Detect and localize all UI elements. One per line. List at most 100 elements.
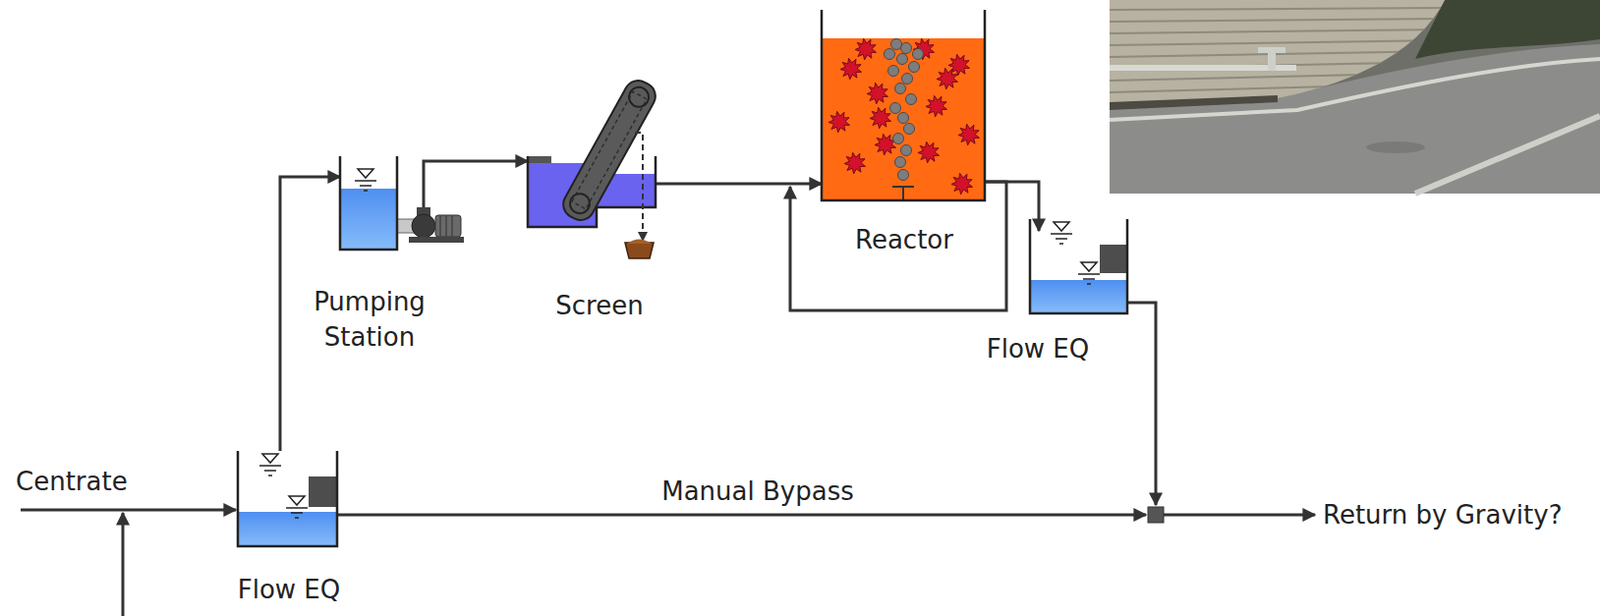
screen-channel: Screen — [527, 156, 656, 228]
pump-symbol — [389, 207, 464, 243]
bacterium — [828, 111, 851, 133]
bacterium — [866, 82, 889, 105]
screenings-bin — [625, 242, 654, 259]
node-shape — [821, 9, 985, 201]
bacteria-group — [828, 38, 980, 195]
bacterium — [869, 107, 892, 129]
level-line — [290, 512, 303, 515]
drawing-part — [1109, 40, 1445, 46]
water-level-symbol — [354, 169, 377, 191]
level-triangle — [1053, 222, 1070, 231]
water-level-symbol — [285, 496, 308, 518]
bacterium — [951, 172, 973, 195]
level-triangle — [1081, 262, 1097, 272]
tank-water — [237, 512, 338, 547]
node-label: Flow EQ — [986, 331, 1090, 367]
level-line — [354, 179, 377, 182]
weir-box — [1099, 244, 1128, 274]
weir-box — [308, 476, 338, 508]
inflow-line — [121, 513, 125, 616]
air-bubble — [909, 61, 920, 73]
photo-curb — [1415, 115, 1600, 194]
air-bubble — [913, 49, 924, 60]
air-bubbles — [884, 39, 924, 181]
photo-manhole — [1366, 141, 1426, 154]
level-line — [1059, 242, 1064, 245]
bacterium — [844, 152, 866, 174]
air-bubble — [901, 43, 913, 55]
bacterium — [958, 123, 980, 146]
level-line — [1050, 232, 1073, 235]
photo-valve — [1257, 47, 1286, 54]
drawing-part — [1109, 7, 1445, 10]
pump-motor — [435, 215, 461, 237]
air-bubble — [906, 94, 917, 106]
level-line — [359, 184, 372, 187]
node-label: Flow EQ — [237, 571, 342, 608]
bypass-line — [337, 514, 1146, 517]
tank-outline — [1029, 219, 1128, 314]
node-label: Screen — [555, 287, 643, 324]
drawing-part — [1109, 18, 1445, 22]
air-bubble — [898, 170, 910, 181]
screenings-pile — [627, 239, 652, 245]
air-bubble — [895, 83, 907, 95]
air-bubble — [891, 39, 903, 51]
level-line — [259, 464, 282, 467]
air-bubble — [898, 113, 910, 124]
tank-water — [340, 188, 398, 250]
level-line — [264, 469, 277, 472]
node-shape — [237, 451, 338, 547]
screen-sprocket — [625, 83, 652, 111]
drawing-part — [445, 215, 448, 237]
level-triangle — [288, 496, 305, 506]
screen-sprocket — [566, 190, 593, 218]
bacterium — [840, 57, 862, 80]
screen-cap — [527, 156, 552, 164]
air-bubble — [904, 123, 915, 135]
outlet-label: Return by Gravity? — [1322, 497, 1562, 533]
node-shape — [340, 156, 398, 250]
water-level-symbol — [259, 454, 282, 476]
air-bubble — [901, 145, 913, 157]
air-bubble — [888, 65, 900, 77]
photo-foliage — [1415, 0, 1600, 59]
level-line — [1086, 283, 1091, 286]
level-line — [268, 474, 273, 477]
pump-base — [408, 236, 464, 243]
air-bubble — [902, 73, 914, 85]
node-shape — [527, 156, 656, 228]
level-triangle — [262, 454, 279, 463]
level-line — [363, 189, 368, 192]
node-label: Reactor — [855, 222, 954, 258]
level-triangle — [357, 169, 374, 178]
outlet-line — [1127, 302, 1156, 506]
photo-ground — [1109, 0, 1600, 194]
node-shape — [1029, 219, 1128, 314]
level-line — [1078, 273, 1100, 276]
air-bubble — [890, 103, 902, 115]
inflow-line — [20, 509, 236, 513]
line-label: Manual Bypass — [661, 473, 855, 510]
pump-volute — [411, 214, 436, 238]
screen-belt-inner — [571, 91, 647, 210]
pumping-tank: Pumping Station — [340, 156, 398, 250]
screen-belt — [558, 75, 661, 226]
equalization-tank: Flow EQ — [237, 451, 338, 547]
return-line — [1163, 514, 1315, 517]
reactor-liquid — [821, 38, 985, 201]
tank-outline — [340, 156, 398, 250]
bar-screen — [558, 75, 661, 226]
level-line — [1083, 278, 1095, 281]
bacterium — [855, 38, 877, 60]
water-level-symbol — [1078, 262, 1100, 285]
node-label: Pumping Station — [285, 284, 454, 355]
drawing-part — [451, 215, 454, 237]
air-diffuser — [892, 186, 915, 201]
reactor-tank: Reactor — [821, 9, 985, 201]
level-line — [1055, 237, 1068, 240]
air-bubble — [897, 54, 909, 65]
junction-box — [1147, 507, 1164, 523]
bacterium — [925, 95, 948, 117]
